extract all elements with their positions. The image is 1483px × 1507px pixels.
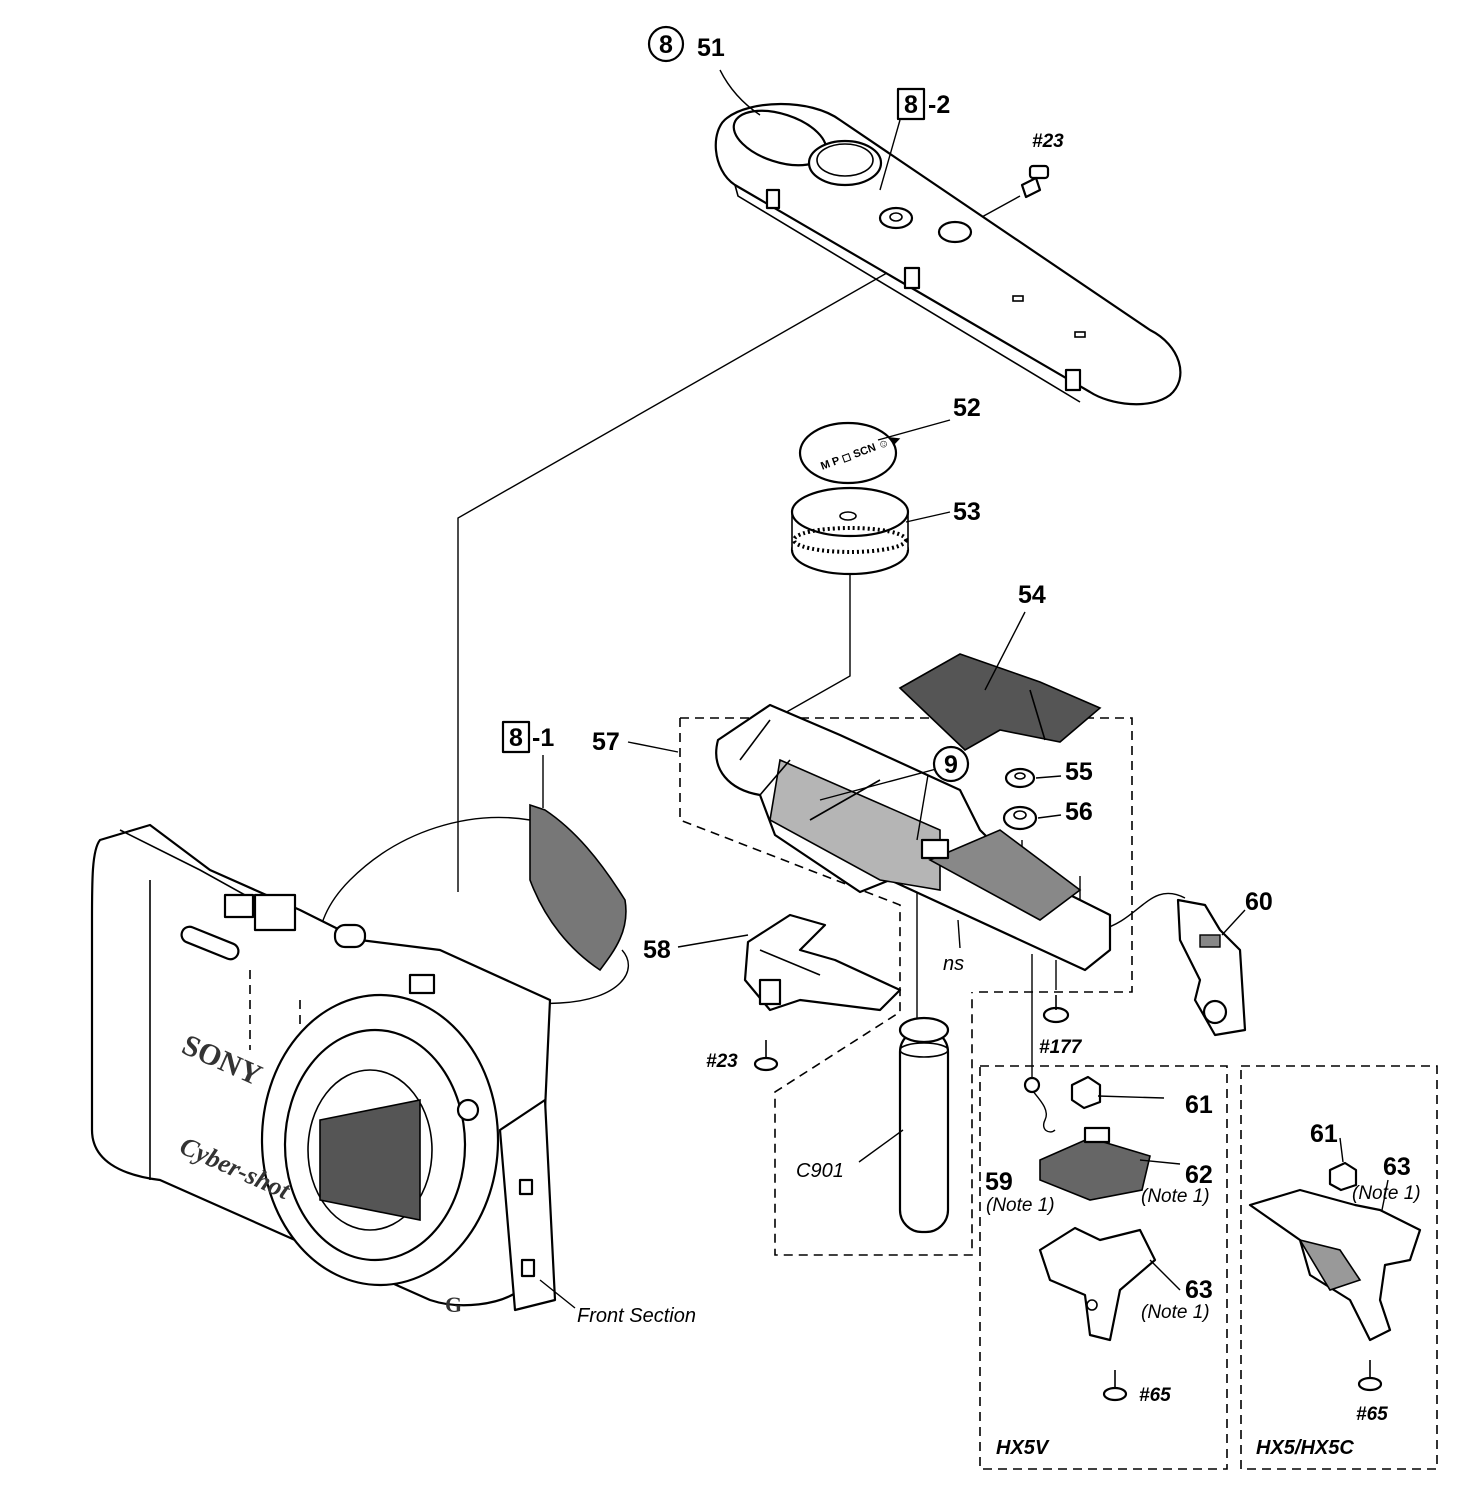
label-front-section: Front Section	[577, 1305, 696, 1327]
main-board-assembly-part-57	[715, 703, 1112, 972]
hx5-parts	[1248, 1161, 1422, 1392]
dashed-group-outlines	[679, 717, 1438, 1470]
screw-label-23-top: #23	[1032, 131, 1064, 152]
camera-front-section	[90, 823, 557, 1312]
label-c901: C901	[796, 1160, 844, 1182]
label-58: 58	[643, 936, 671, 964]
screw-label-23-left: #23	[706, 1051, 738, 1072]
callout-box-8-2-text: 8	[904, 91, 918, 119]
mode-dial-knob-part-53	[790, 486, 910, 576]
label-leaders	[539, 69, 1389, 1309]
top-cover-part-51	[714, 102, 1182, 406]
callout-box-8-2-suffix: -2	[928, 91, 950, 119]
note-62: (Note 1)	[1141, 1186, 1210, 1207]
screw-23-top	[1020, 164, 1050, 199]
capacitor-c901	[898, 1016, 950, 1234]
screw-177	[1042, 995, 1070, 1024]
rubber-ring-part-56	[1002, 805, 1038, 831]
label-61-hx5v: 61	[1185, 1091, 1213, 1119]
screw-label-65-hx5v: #65	[1139, 1385, 1171, 1406]
bracket-part-58	[743, 913, 902, 1012]
label-54: 54	[1018, 581, 1046, 609]
label-63-hx5v: 63	[1185, 1276, 1213, 1304]
callout-box-8-1-suffix: -1	[532, 724, 554, 752]
flex-cable-part-8-1	[529, 803, 627, 972]
label-59: 59	[985, 1168, 1013, 1196]
model-label-hx5: HX5/HX5C	[1256, 1437, 1354, 1459]
note-59: (Note 1)	[986, 1195, 1055, 1216]
label-51: 51	[697, 34, 725, 62]
callout-box-8-1-text: 8	[509, 724, 523, 752]
label-52: 52	[953, 394, 981, 422]
screw-label-177: #177	[1039, 1037, 1083, 1058]
side-bracket-part-60	[1176, 898, 1247, 1037]
callout-box-8-1	[501, 720, 531, 754]
label-53: 53	[953, 498, 981, 526]
label-62: 62	[1185, 1161, 1213, 1189]
note-63-hx5: (Note 1)	[1352, 1183, 1421, 1204]
callout-circle-8	[647, 25, 685, 63]
label-61-hx5: 61	[1310, 1120, 1338, 1148]
model-label-hx5v: HX5V	[996, 1437, 1050, 1459]
flex-sheet-part-54	[898, 653, 1102, 751]
camera-lens-logo-text: G	[445, 1292, 462, 1317]
rubber-ring-part-55	[1004, 767, 1036, 789]
screw-23-left	[753, 1040, 779, 1072]
label-63-hx5: 63	[1383, 1153, 1411, 1181]
note-63-hx5v: (Note 1)	[1141, 1302, 1210, 1323]
mode-dial-plate-part-52: M P ◻ SCN ☺ ▶	[798, 421, 902, 485]
label-56: 56	[1065, 798, 1093, 826]
callout-circle-8-text: 8	[659, 31, 673, 59]
hx5v-parts	[1023, 1075, 1157, 1402]
callout-box-8-2	[896, 87, 926, 121]
label-ns: ns	[943, 953, 964, 975]
callout-circle-9-text: 9	[944, 751, 958, 779]
label-60: 60	[1245, 888, 1273, 916]
label-55: 55	[1065, 758, 1093, 786]
screw-label-65-hx5: #65	[1356, 1404, 1388, 1425]
callout-circle-9	[932, 745, 970, 783]
label-57: 57	[592, 728, 620, 756]
